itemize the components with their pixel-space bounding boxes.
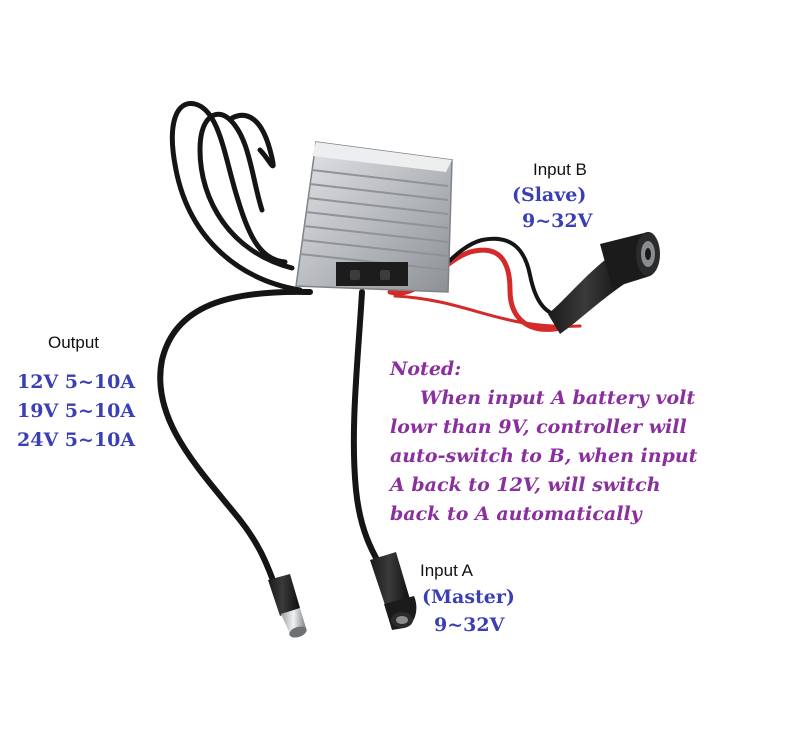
input-b-range: 9~32V: [522, 210, 593, 232]
output-title: Output: [48, 333, 100, 352]
output-spec-24v: 24V 5~10A: [17, 429, 136, 451]
note-line-5: back to A automatically: [390, 503, 642, 525]
input-b-role: (Slave): [512, 184, 587, 206]
input-a-title: Input A: [420, 561, 473, 580]
note-line-2: lowr than 9V, controller will: [390, 416, 687, 438]
note-line-4: A back to 12V, will switch: [390, 474, 661, 496]
note-heading: Noted:: [390, 358, 462, 380]
input-a-cable: [350, 289, 387, 575]
output-cable: [157, 288, 313, 591]
converter-housing: [295, 141, 453, 293]
output-cable-coil: [169, 101, 303, 293]
input-a-role: (Master): [422, 586, 515, 608]
note-line-3: auto-switch to B, when input: [390, 445, 698, 467]
output-spec-19v: 19V 5~10A: [17, 400, 136, 422]
output-plug: [268, 574, 307, 638]
input-a-range: 9~32V: [434, 614, 505, 636]
input-b-title: Input B: [533, 160, 587, 179]
output-spec-12v: 12V 5~10A: [17, 371, 136, 393]
input-a-connector: [370, 552, 417, 630]
switching-note: Noted: When input A battery volt lowr th…: [390, 355, 790, 529]
input-b-connector: [548, 232, 660, 334]
input-b-red-wire-2: [393, 294, 582, 328]
note-line-1: When input A battery volt: [420, 387, 696, 409]
